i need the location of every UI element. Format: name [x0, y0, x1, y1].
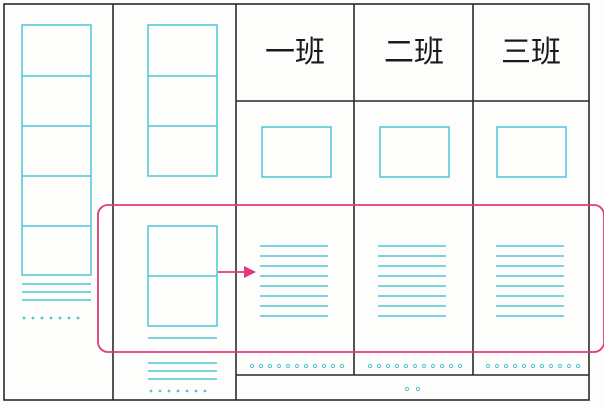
dot — [367, 363, 373, 369]
class-dot-rows — [249, 363, 581, 392]
dot — [457, 363, 463, 369]
dot — [49, 316, 53, 320]
dot — [185, 389, 189, 393]
dot — [267, 363, 273, 369]
dot — [194, 389, 198, 393]
header-class-1: 一班 — [265, 35, 325, 70]
dot — [312, 363, 318, 369]
dot — [285, 363, 291, 369]
class-3-text-lines — [496, 245, 564, 317]
class-2-image-box — [379, 126, 450, 178]
dot — [548, 363, 554, 369]
class-2-text-lines — [378, 245, 446, 317]
header-class-3: 三班 — [501, 35, 561, 70]
column-2-dots — [149, 389, 207, 393]
dot — [67, 316, 71, 320]
class-columns-content — [260, 126, 567, 317]
photo-stack-1 — [21, 24, 92, 276]
dot — [321, 363, 327, 369]
column-1-dots — [22, 316, 80, 320]
dot — [430, 363, 436, 369]
dot — [330, 363, 336, 369]
dot — [415, 386, 421, 392]
dot — [40, 316, 44, 320]
dot — [294, 363, 300, 369]
class-3-dots — [485, 363, 581, 369]
dot — [276, 363, 282, 369]
class-1-image-box — [261, 126, 332, 178]
header-class-2: 二班 — [384, 35, 444, 70]
dot — [557, 363, 563, 369]
dot — [158, 389, 162, 393]
dot — [403, 363, 409, 369]
dot — [530, 363, 536, 369]
dot — [22, 316, 26, 320]
dot — [421, 363, 427, 369]
dot — [385, 363, 391, 369]
column-1-content — [21, 24, 92, 301]
dot — [521, 363, 527, 369]
dot — [76, 316, 80, 320]
dot — [167, 389, 171, 393]
frame-grid — [3, 3, 590, 401]
dot — [394, 363, 400, 369]
dot — [494, 363, 500, 369]
dot — [485, 363, 491, 369]
dot — [575, 363, 581, 369]
dot — [31, 316, 35, 320]
footer-dots — [404, 386, 421, 392]
photo-stack-2-top — [147, 24, 218, 177]
dot — [412, 363, 418, 369]
dot — [376, 363, 382, 369]
dot — [149, 389, 153, 393]
dot — [404, 386, 410, 392]
dot — [58, 316, 62, 320]
class-1-dots — [249, 363, 345, 369]
dot — [176, 389, 180, 393]
dot — [539, 363, 545, 369]
dot — [512, 363, 518, 369]
highlight-frame — [97, 204, 604, 353]
class-3-image-box — [496, 126, 567, 178]
dot — [448, 363, 454, 369]
dot — [203, 389, 207, 393]
class-2-dots — [367, 363, 463, 369]
outer-frame — [3, 3, 590, 401]
dot — [339, 363, 345, 369]
class-1-text-lines — [260, 245, 328, 317]
dot — [439, 363, 445, 369]
dot — [566, 363, 572, 369]
dot — [503, 363, 509, 369]
dot — [303, 363, 309, 369]
dot — [249, 363, 255, 369]
column-2-content — [147, 24, 218, 380]
dot — [258, 363, 264, 369]
arrow-head — [244, 266, 256, 278]
highlight-group — [97, 204, 604, 353]
